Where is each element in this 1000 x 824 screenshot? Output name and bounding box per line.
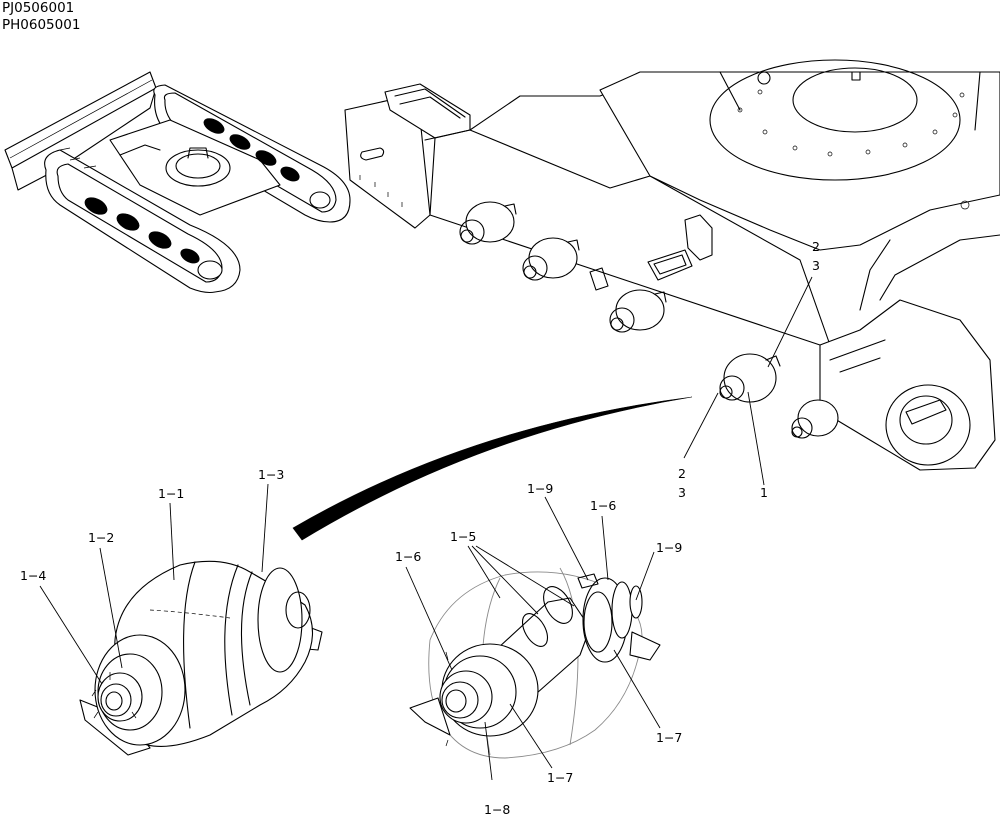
callout-labels: 2 3 2 3 1 1−1 1−2 1−3 1−4 1−5 1−6 1−6 1−…: [20, 239, 820, 817]
lower-roller-cutaway: [409, 567, 661, 759]
callout-2-lower: 2: [678, 466, 686, 481]
lower-roller-assembly: [79, 560, 323, 756]
callout-3-lower: 3: [678, 485, 686, 500]
drawing-code-1: PJ0506001: [2, 0, 75, 16]
bolt-circle: [737, 89, 965, 157]
installed-lower-rollers: [459, 201, 839, 439]
callout-1-4: 1−4: [20, 568, 46, 583]
callout-1-1: 1−1: [158, 486, 184, 501]
detail-pointer-arrow: [292, 396, 693, 541]
drawing-code-2: PH0605001: [2, 17, 81, 33]
callout-1: 1: [760, 485, 768, 500]
callout-1-6-left: 1−6: [395, 549, 421, 564]
callout-1-2: 1−2: [88, 530, 114, 545]
callout-1-5: 1−5: [450, 529, 476, 544]
drawing-codes: PJ0506001 PH0605001: [2, 0, 80, 34]
callout-2-upper: 2: [812, 239, 820, 254]
overview-rollers: [84, 118, 300, 264]
callout-1-7-lower: 1−7: [547, 770, 573, 785]
callout-3-upper: 3: [812, 258, 820, 273]
callout-1-8: 1−8: [484, 802, 510, 817]
track-frame-detail: [344, 59, 1000, 471]
callout-1-9-upper: 1−9: [527, 481, 553, 496]
undercarriage-overview: [4, 71, 351, 294]
callout-1-3: 1−3: [258, 467, 284, 482]
callout-1-9-right: 1−9: [656, 540, 682, 555]
callout-1-6-right: 1−6: [590, 498, 616, 513]
leader-lines: [39, 276, 813, 781]
highlighted-roller: [719, 353, 781, 403]
callout-1-7-right: 1−7: [656, 730, 682, 745]
